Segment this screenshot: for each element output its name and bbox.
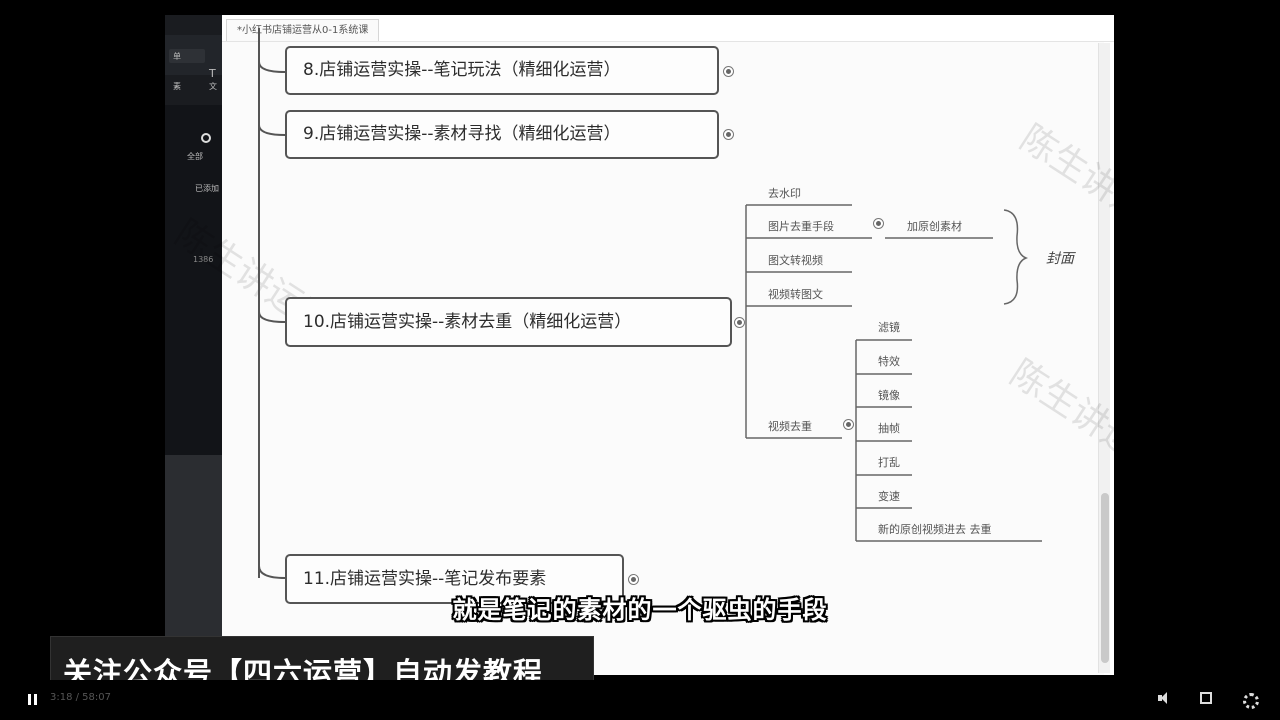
background-material-label: 素	[173, 82, 181, 91]
child-add-original-material[interactable]: 加原创素材	[907, 220, 962, 233]
child-filter[interactable]: 滤镜	[878, 321, 900, 334]
background-text-label: 文	[209, 82, 217, 91]
video-player-bar	[0, 680, 1280, 720]
node-8[interactable]: 8.店铺运营实操--笔记玩法（精细化运营）	[285, 46, 719, 95]
child-remove-watermark[interactable]: 去水印	[768, 187, 801, 200]
video-subtitle: 就是笔记的素材的一个驱虫的手段	[452, 596, 828, 624]
playback-time: 3:18 / 58:07	[50, 692, 112, 703]
child-video-to-image[interactable]: 视频转图文	[768, 288, 823, 301]
background-editor: 单 T 文 素 全部 已添加 1386	[165, 15, 223, 675]
collapse-toggle-icon[interactable]	[873, 218, 884, 229]
background-dropdown-label: 单	[173, 52, 181, 61]
child-speed[interactable]: 变速	[878, 490, 900, 503]
gear-icon[interactable]	[1240, 690, 1259, 709]
scrollbar-thumb[interactable]	[1101, 493, 1109, 663]
background-radio	[201, 133, 211, 143]
volume-icon[interactable]	[1156, 690, 1172, 706]
fullscreen-icon[interactable]	[1200, 692, 1212, 704]
expand-toggle-icon[interactable]	[723, 129, 734, 140]
child-new-original-video[interactable]: 新的原创视频进去 去重	[878, 523, 992, 536]
expand-toggle-icon[interactable]	[628, 574, 639, 585]
child-effects[interactable]: 特效	[878, 355, 900, 368]
child-image-dedup[interactable]: 图片去重手段	[768, 220, 834, 233]
background-panel	[165, 105, 223, 455]
child-mirror[interactable]: 镜像	[878, 389, 900, 402]
background-text-tool: T	[209, 67, 216, 80]
background-all-label: 全部	[187, 152, 203, 161]
vertical-scrollbar[interactable]	[1098, 43, 1110, 673]
background-dropdown	[169, 49, 205, 63]
node-10[interactable]: 10.店铺运营实操--素材去重（精细化运营）	[285, 297, 732, 347]
node-9[interactable]: 9.店铺运营实操--素材寻找（精细化运营）	[285, 110, 719, 159]
collapse-toggle-icon[interactable]	[734, 317, 745, 328]
child-image-to-video[interactable]: 图文转视频	[768, 254, 823, 267]
expand-toggle-icon[interactable]	[723, 66, 734, 77]
background-count-label: 1386	[193, 255, 214, 264]
cover-bracket-label: 封面	[1046, 251, 1074, 267]
collapse-toggle-icon[interactable]	[843, 419, 854, 430]
child-shuffle[interactable]: 打乱	[878, 456, 900, 469]
pause-icon[interactable]	[27, 694, 39, 705]
document-tab[interactable]: *小红书店铺运营从0-1系统课	[226, 19, 380, 41]
background-added-label: 已添加	[195, 184, 219, 193]
child-video-dedup[interactable]: 视频去重	[768, 420, 812, 433]
node-11[interactable]: 11.店铺运营实操--笔记发布要素	[285, 554, 624, 604]
child-frame-drop[interactable]: 抽帧	[878, 422, 900, 435]
title-bar: *小红书店铺运营从0-1系统课	[222, 15, 1114, 42]
